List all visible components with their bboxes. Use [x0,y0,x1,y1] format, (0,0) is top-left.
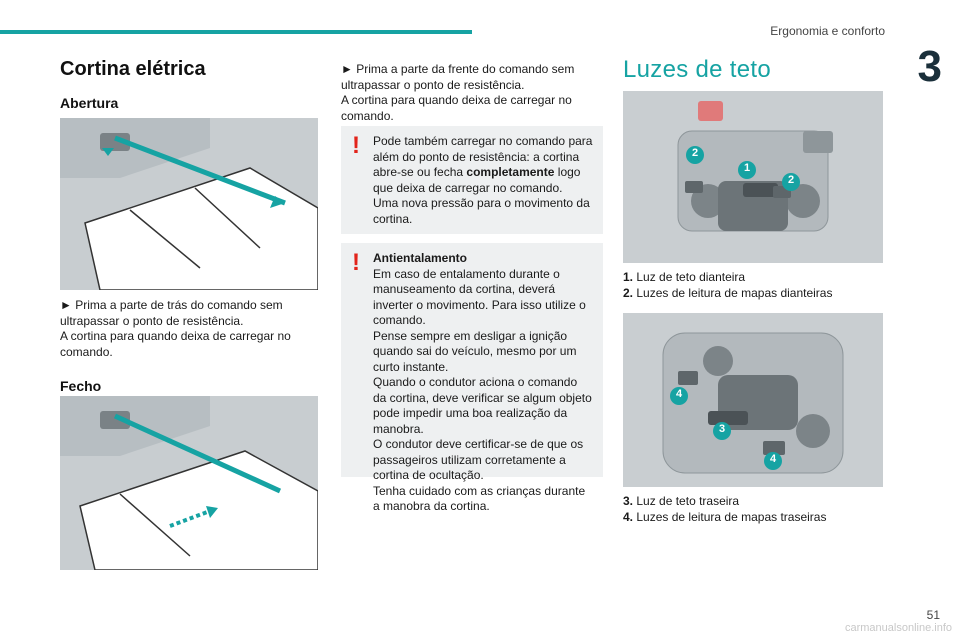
front-ceiling-light-photo: 2 1 2 [623,91,883,263]
note-text-bold: completamente [466,165,555,179]
callout-badge: 2 [787,174,795,186]
list-text: Luz de teto traseira [636,494,740,508]
callout-badge: 4 [769,453,777,465]
anti-pinch-p3: Quando o condutor aciona o comando da co… [373,375,592,436]
anti-pinch-title: Antientalamento [373,251,468,265]
header-accent-bar [0,30,472,34]
callout-badge: 3 [718,423,726,435]
list-number: 4. [623,509,634,524]
warning-icon: ! [352,249,360,276]
list-number: 3. [623,494,634,508]
subheading-opening: Abertura [60,95,119,111]
note-text-end: logo que deixa de carregar no comando. [373,165,581,195]
callout-badge: 2 [691,147,699,159]
anti-pinch-p1: Em caso de entalamento durante o manusea… [373,266,586,328]
note-text-start: Pode também carregar no comando para alé… [373,134,593,179]
sunroof-open-illustration [60,118,318,290]
ceiling-lights-heading: Luzes de teto [623,56,772,83]
note-text-2: Uma nova pressão para o movimento da cor… [373,196,590,226]
list-number: 2. [623,285,634,300]
section-heading: Cortina elétrica [60,58,206,80]
anti-pinch-p2: Pense sempre em desligar a ignição quand… [373,328,577,374]
list-item: 1. Luz de teto dianteira [623,270,888,286]
opening-result: A cortina para quando deixa de carregar … [60,329,291,359]
list-number: 1. [623,270,634,284]
front-lights-legend: 1. Luz de teto dianteira 2. Luzes de lei… [623,270,888,301]
right-column: Luzes de teto [623,56,888,84]
list-item: 4. Luzes de leitura de mapas traseiras [623,510,888,526]
subheading-closing: Fecho [60,378,102,394]
list-text: Luzes de leitura de mapas dianteiras [636,285,833,300]
note-text: Pode também carregar no comando para alé… [373,134,593,196]
footer-watermark: carmanualsonline.info [844,622,952,634]
opening-step: ► Prima a parte de trás do comando sem u… [60,298,283,328]
list-text: Luzes de leitura de mapas traseiras [636,509,827,524]
anti-pinch-note: ! Antientalamento Em caso de entalamento… [341,243,603,513]
section-title: Ergonomia e conforto [770,24,885,38]
page-number: 51 [926,608,940,622]
closing-step: ► Prima a parte da frente do comando sem… [341,62,575,92]
closing-result: A cortina para quando deixa de carregar … [341,93,572,123]
sunroof-close-illustration [60,396,318,570]
chapter-number: 3 [917,42,942,91]
anti-pinch-p5: Tenha cuidado com as crianças durante a … [373,483,586,514]
callout-badge: 4 [675,388,683,400]
warning-icon: ! [352,132,360,159]
rear-lights-legend: 3. Luz de teto traseira 4. Luzes de leit… [623,494,888,525]
list-text: Luz de teto dianteira [636,270,746,284]
list-item: 2. Luzes de leitura de mapas dianteiras [623,286,888,302]
left-column: Cortina elétrica Abertura [60,58,325,111]
list-item: 3. Luz de teto traseira [623,494,888,510]
anti-pinch-p4: O condutor deve certificar-se de que os … [373,437,584,482]
opening-instructions: ► Prima a parte de trás do comando sem u… [60,298,325,394]
info-note: ! Pode também carregar no comando para a… [341,126,603,234]
middle-column: ► Prima a parte da frente do comando sem… [341,62,603,124]
rear-ceiling-light-photo: 4 3 4 [623,313,883,487]
callout-badge: 1 [743,162,751,174]
